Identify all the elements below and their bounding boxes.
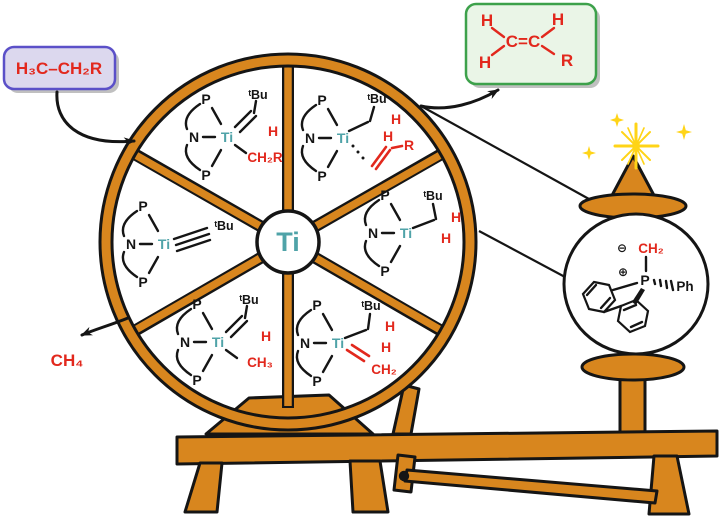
spindle-stem [618, 374, 647, 436]
alkene-r-label: R [404, 137, 414, 153]
h2-label: H [441, 230, 451, 246]
tbu-label: ᵗBu [423, 189, 442, 203]
tbu-label: ᵗBu [214, 219, 233, 233]
methane-label: CH₄ [51, 351, 84, 370]
ti-label: Ti [158, 236, 170, 252]
n-label: N [300, 335, 310, 351]
alkylidene-h-label: H [261, 328, 271, 344]
tbu-label: ᵗBu [361, 299, 380, 313]
substrate-box: H₃C–CH₂R [2, 45, 119, 93]
hub-titanium-label: Ti [276, 227, 300, 257]
alkene-c-double-c: C=C [506, 32, 540, 51]
ti-label: Ti [337, 130, 349, 146]
sparkle-icon [582, 113, 692, 170]
treadle-bar [403, 468, 659, 505]
ylide-ch2-label: CH₂ [638, 241, 664, 256]
p-top-label: P [192, 296, 201, 312]
methane-arrow [80, 316, 130, 337]
alkene-h-top-right: H [552, 10, 564, 29]
p-bottom-label: P [312, 373, 321, 389]
n-label: N [305, 130, 315, 146]
ylide-structure: ⊖ CH₂ ⊕ P Ph [581, 241, 694, 334]
product-box-frame [464, 2, 598, 86]
ti-label: Ti [332, 335, 344, 351]
left-leg [183, 461, 224, 514]
sector-structure-lower-right: P N Ti P ᵗBu H H CH₂ [295, 297, 397, 389]
sector-structure-upper-left: P N Ti P ᵗBu H CH₂R [184, 88, 283, 183]
n-label: N [189, 129, 199, 145]
alkene-h-top-left: H [481, 11, 493, 30]
h1-label: H [451, 209, 461, 225]
input-arrow [55, 90, 136, 147]
bench [175, 429, 719, 466]
tbu-label: ᵗBu [367, 92, 386, 106]
product-box: H H C=C H R [464, 2, 600, 88]
tbu-label: ᵗBu [239, 293, 258, 307]
sector-structure-upper-right: P N Ti P ᵗBu H H R [300, 92, 414, 184]
ti-label: Ti [400, 225, 412, 241]
p-bottom-label: P [201, 167, 210, 183]
sector-structure-left: P N Ti P ᵗBu [121, 198, 234, 290]
p-bottom-label: P [192, 372, 201, 388]
middle-leg [348, 459, 390, 514]
plus-charge-label: ⊕ [618, 265, 628, 279]
alkyl-h-label: H [391, 111, 401, 127]
p-bottom-label: P [138, 274, 147, 290]
alkylidene-h-label: H [268, 123, 278, 139]
right-leg [647, 454, 691, 516]
ti-label: Ti [212, 334, 224, 350]
alkene-r-group: R [561, 51, 573, 70]
p-top-label: P [312, 297, 321, 313]
minus-charge-label: ⊖ [617, 241, 627, 255]
p-top-label: P [317, 92, 326, 108]
wheel-hub [255, 209, 321, 275]
substrate-box-frame [2, 45, 117, 91]
benzo-ring-2 [616, 298, 650, 334]
n-label: N [368, 225, 378, 241]
alkene-h-bottom-left: H [479, 53, 491, 72]
p-top-label: P [380, 187, 389, 203]
ylide-ph-label: Ph [676, 279, 693, 294]
sector-structure-lower-left: P N Ti P ᵗBu H CH₃ [175, 293, 273, 388]
h2-label: H [381, 339, 391, 355]
sector-structure-right: P N Ti P ᵗBu H H [363, 187, 461, 279]
pivot-dot [398, 470, 410, 482]
wheel-stand [175, 352, 719, 516]
methyl-label: CH₃ [247, 355, 273, 370]
alkyl-ch2r-label: CH₂R [247, 150, 282, 165]
ylide-p-label: P [640, 272, 649, 288]
p-bottom-label: P [380, 263, 389, 279]
n-label: N [126, 236, 136, 252]
substrate-formula: H₃C–CH₂R [16, 59, 102, 78]
p-bottom-label: P [317, 168, 326, 184]
ti-label: Ti [221, 129, 233, 145]
spinning-wheel: Ti [98, 52, 478, 432]
p-top-label: P [201, 91, 210, 107]
alkene-h-label: H [383, 128, 393, 144]
p-top-label: P [138, 198, 147, 214]
methylidene-label: CH₂ [371, 362, 397, 377]
spindle: ⊖ CH₂ ⊕ P Ph [562, 113, 710, 356]
tbu-label: ᵗBu [248, 88, 267, 102]
n-label: N [180, 334, 190, 350]
output-arrow [419, 88, 500, 110]
spindle-base-disc [580, 352, 686, 382]
wheel-rim [101, 55, 475, 429]
h1-label: H [385, 318, 395, 334]
